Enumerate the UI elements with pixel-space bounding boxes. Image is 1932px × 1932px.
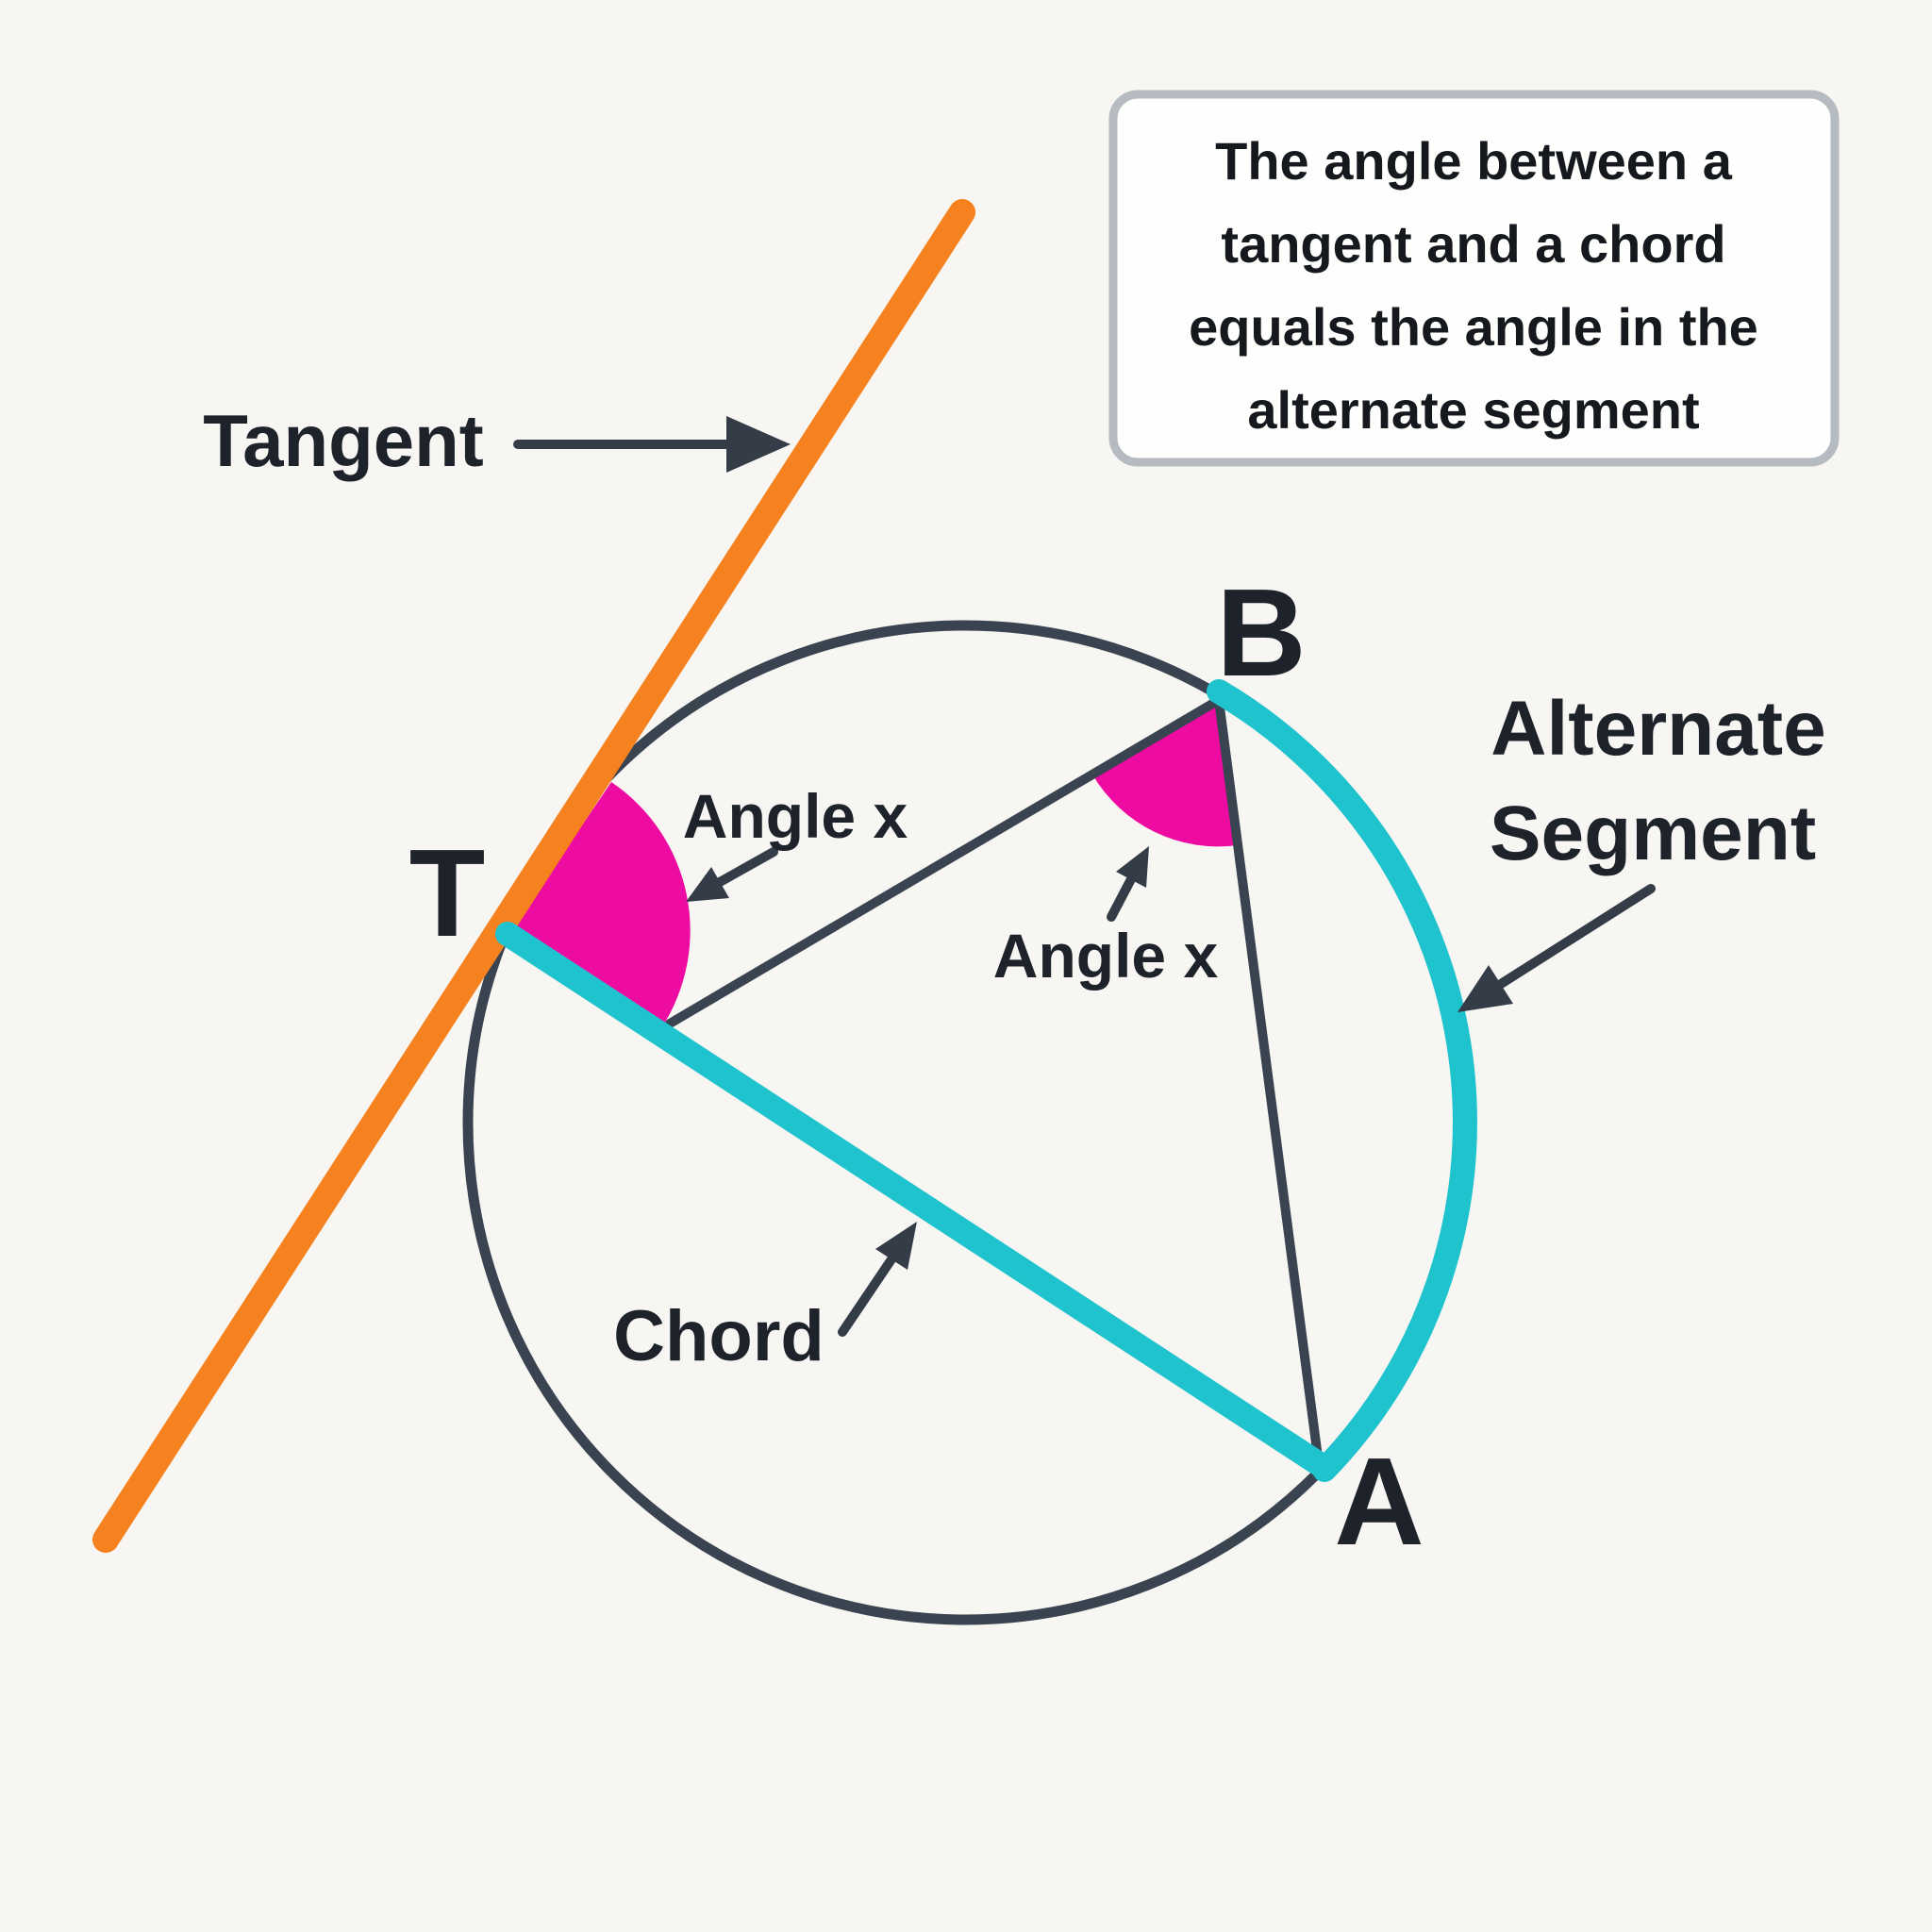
theorem-info-box: The angle between a tangent and a chord … xyxy=(1108,90,1840,467)
point-a-label: A xyxy=(1334,1432,1424,1571)
chord-label: Chord xyxy=(613,1296,824,1376)
theorem-text-line3: equals the angle in the xyxy=(1189,297,1758,357)
theorem-info-box-frame xyxy=(1108,90,1840,467)
alternate-segment-label-line1: Alternate xyxy=(1491,686,1825,772)
alternate-segment-arc xyxy=(1207,679,1477,1482)
angle-x-tangent-arrow-icon xyxy=(686,847,778,902)
theorem-text-line2: tangent and a chord xyxy=(1221,214,1725,274)
angle-x-in-segment-label: Angle x xyxy=(993,921,1219,991)
alternate-segment-arrow-icon xyxy=(1457,884,1656,1012)
tangent-arrow-icon xyxy=(513,416,791,473)
alternate-segment-label: Alternate Segment xyxy=(1490,686,1826,876)
theorem-text-line4: alternate segment xyxy=(1247,380,1699,440)
alternate-segment-label-line2: Segment xyxy=(1490,791,1816,876)
line-b-to-a xyxy=(1214,695,1323,1462)
angle-x-at-tangent-label: Angle x xyxy=(683,781,908,851)
angle-sector-at-t xyxy=(511,782,691,1028)
chord-line xyxy=(495,922,1333,1477)
angle-sector-at-b xyxy=(1092,700,1238,847)
angle-x-segment-arrow-icon xyxy=(1107,846,1149,922)
line-b-to-t xyxy=(665,695,1224,1028)
point-b-label: B xyxy=(1216,563,1306,702)
point-t-label: T xyxy=(409,824,486,962)
tangent-line xyxy=(92,199,975,1553)
chord-arrow-icon xyxy=(838,1222,917,1337)
theorem-text-line1: The angle between a xyxy=(1215,131,1733,191)
tangent-label: Tangent xyxy=(203,399,484,482)
